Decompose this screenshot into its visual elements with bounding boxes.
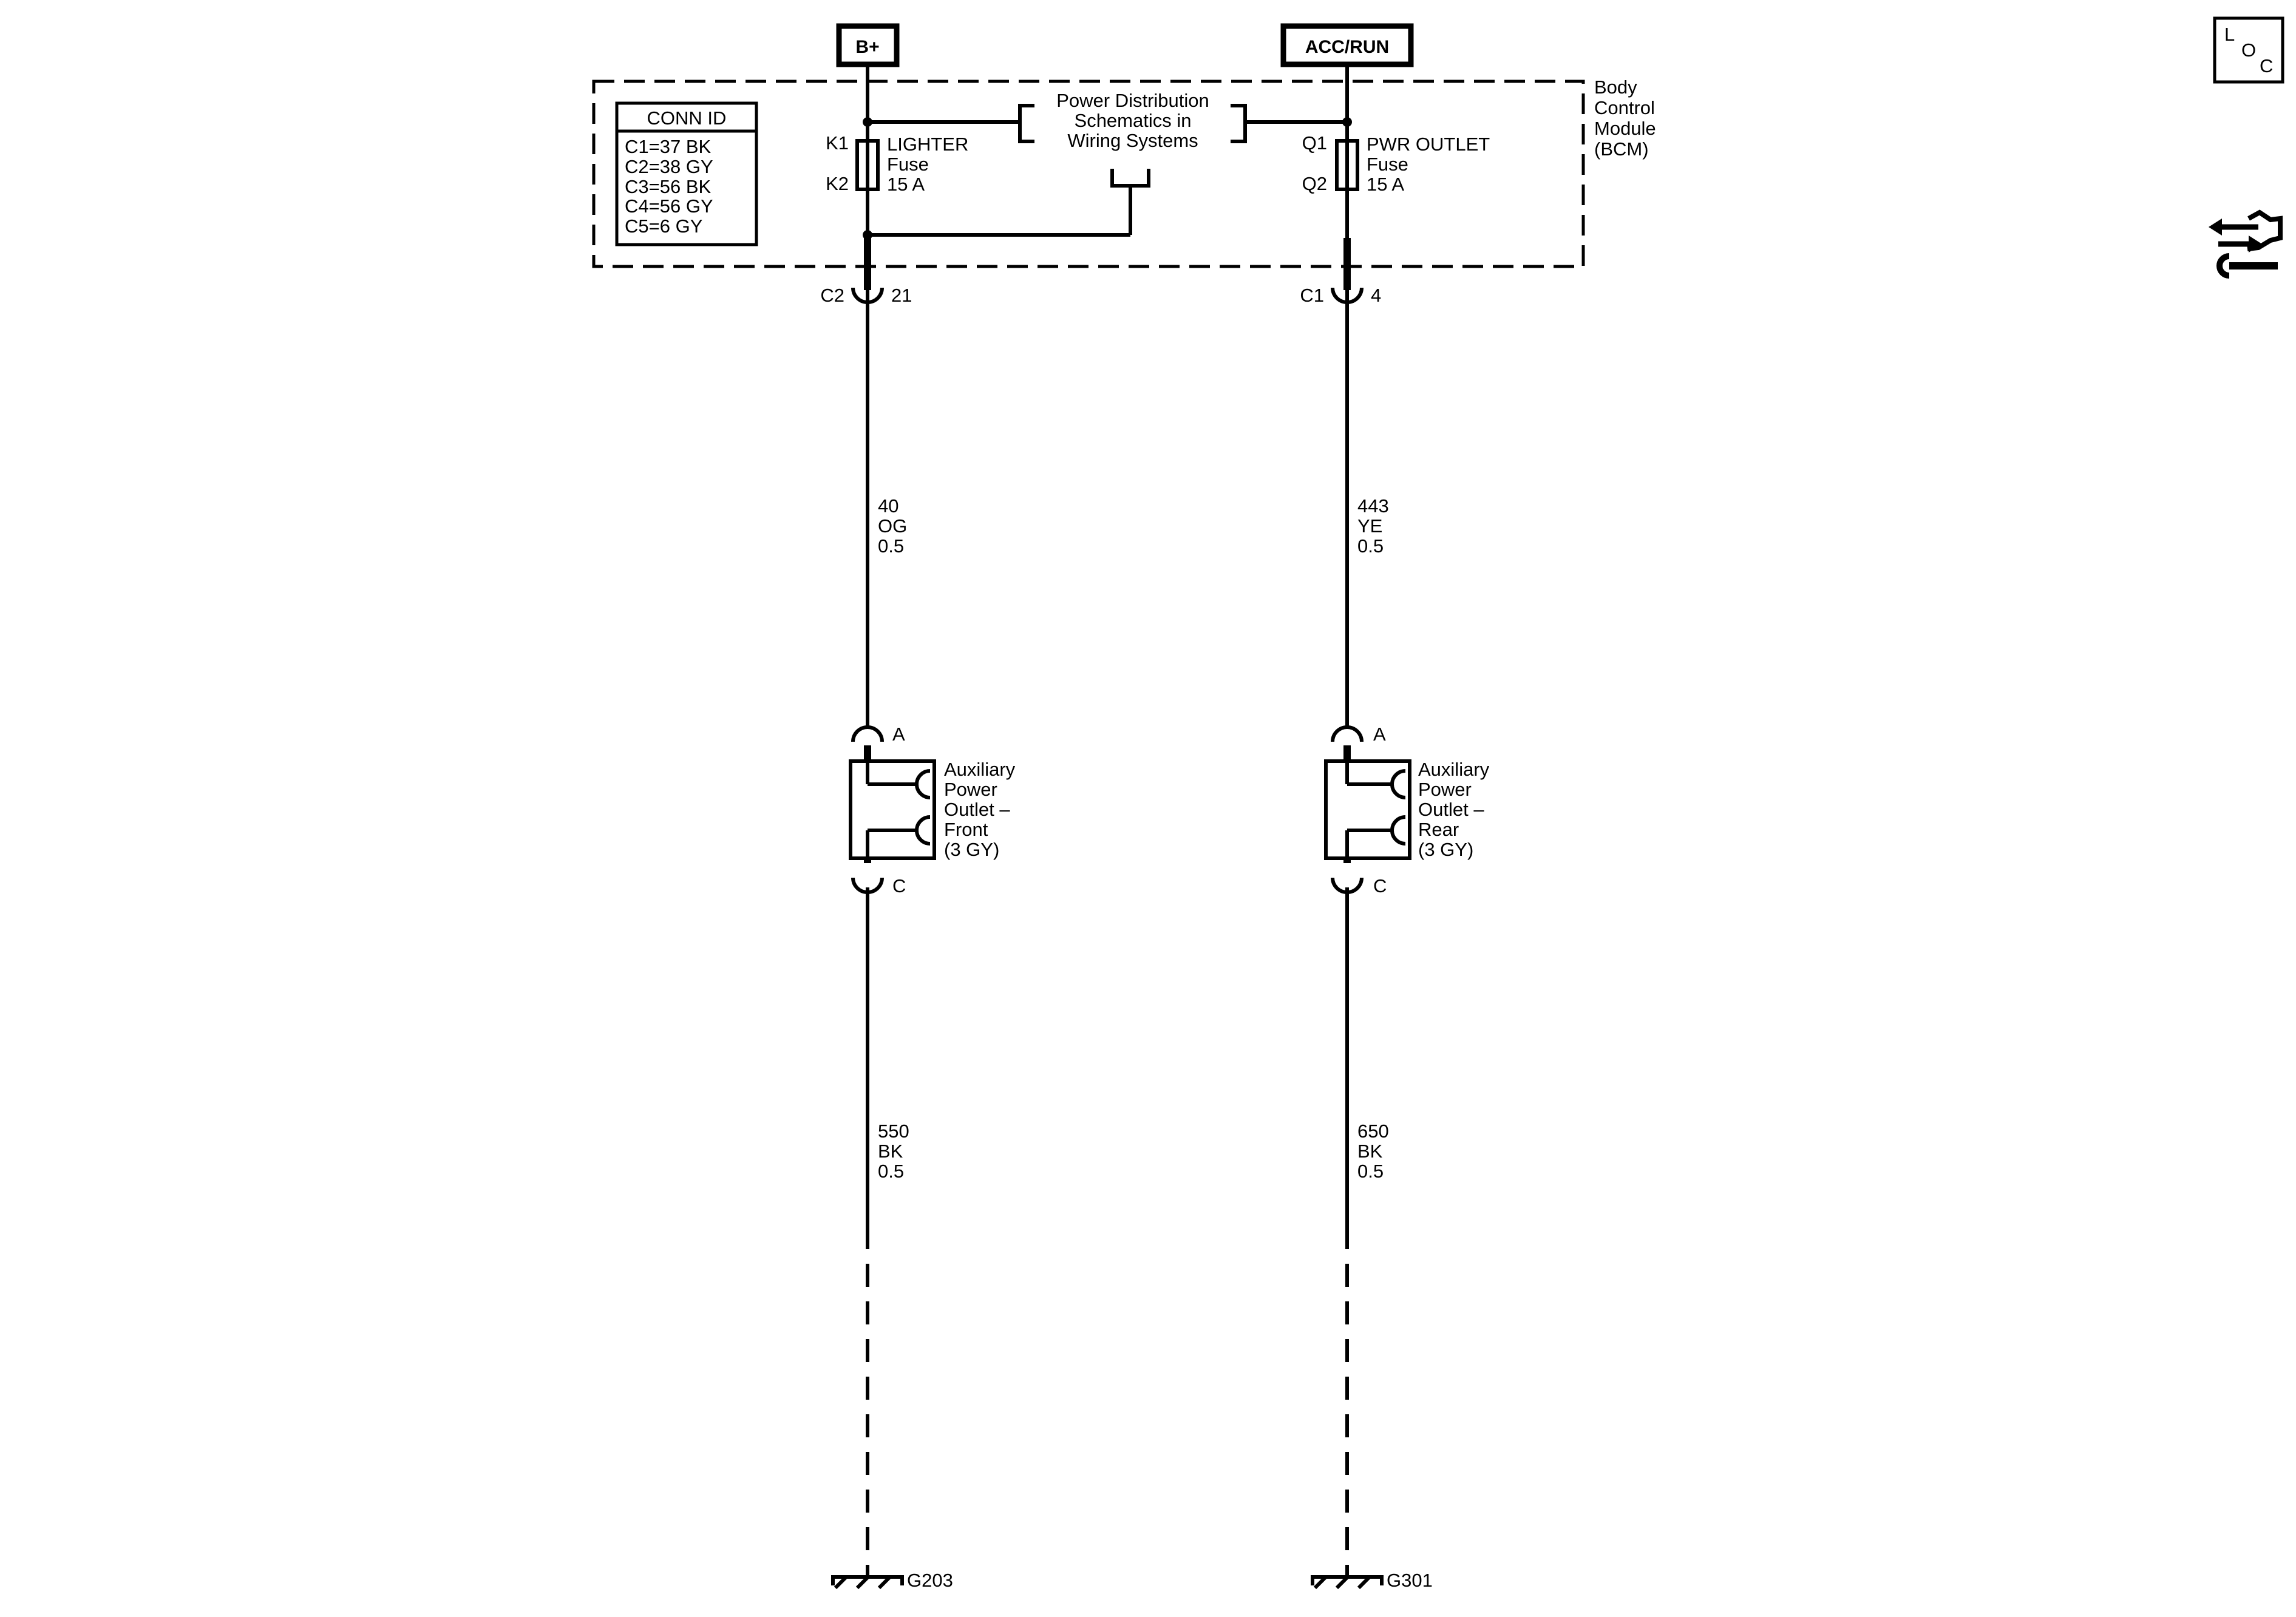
conn-id-row: C3=56 BK <box>625 176 712 197</box>
ground-label-right: G301 <box>1387 1570 1433 1591</box>
rear-outlet: A C Auxiliary Power Outlet – Rear (3 GY) <box>1324 724 1490 897</box>
lighter-fuse-pin-top: K1 <box>826 132 849 154</box>
lighter-fuse-pin-bottom: K2 <box>826 173 849 194</box>
outlet-connector: (3 GY) <box>1418 839 1473 860</box>
conn-id-row: C1=37 BK <box>625 136 712 157</box>
battery-supply-terminal: B+ <box>836 23 900 67</box>
ground-label-left: G203 <box>907 1570 953 1591</box>
lighter-fuse-type: Fuse <box>887 154 929 175</box>
connector-id: C1 <box>1300 285 1324 306</box>
ground-symbol-left <box>831 1566 904 1590</box>
lighter-fuse: K1 K2 LIGHTER Fuse 15 A <box>826 132 968 195</box>
pwr-outlet-fuse-rating: 15 A <box>1367 174 1404 195</box>
wire-label-right-ground: 650 BK 0.5 <box>1357 1120 1389 1182</box>
svg-text:0.5: 0.5 <box>1357 535 1384 557</box>
svg-text:O: O <box>2241 39 2256 61</box>
conn-id-header: CONN ID <box>647 107 727 129</box>
outlet-name: Auxiliary <box>944 759 1016 780</box>
svg-text:C: C <box>2260 55 2273 76</box>
svg-text:YE: YE <box>1357 515 1382 537</box>
power-distribution-reference-text: Power Distribution Schematics in Wiring … <box>1056 90 1209 151</box>
bcm-boundary <box>592 80 1585 268</box>
svg-text:BK: BK <box>1357 1141 1383 1162</box>
wire-label-right-feed: 443 YE 0.5 <box>1357 495 1389 557</box>
lighter-circuit <box>864 64 1132 1566</box>
outlet-name: Outlet – <box>1418 799 1484 820</box>
outlet-pin-in: A <box>892 724 905 745</box>
outlet-pin-out: C <box>892 875 906 897</box>
outlet-name: Outlet – <box>944 799 1010 820</box>
lighter-fuse-rating: 15 A <box>887 174 925 195</box>
bcm-connector-right: C1 4 <box>1300 285 1381 306</box>
splice-dot <box>863 230 872 240</box>
front-outlet: A C Auxiliary Power Outlet – Front (3 GY… <box>849 724 1016 897</box>
splice-dot <box>863 117 872 127</box>
svg-text:443: 443 <box>1357 495 1389 517</box>
bcm-connector-left: C2 21 <box>820 285 912 306</box>
conn-id-row: C5=6 GY <box>625 215 702 237</box>
conn-id-row: C2=38 GY <box>625 156 713 177</box>
connector-end-view-icon[interactable] <box>2209 209 2283 279</box>
svg-text:Body: Body <box>1594 76 1637 98</box>
outlet-name: Power <box>1418 779 1472 800</box>
svg-text:550: 550 <box>878 1120 909 1142</box>
pwr-outlet-fuse-pin-bottom: Q2 <box>1302 173 1327 194</box>
svg-text:Wiring Systems: Wiring Systems <box>1067 130 1198 151</box>
svg-text:0.5: 0.5 <box>878 1161 904 1182</box>
splice-dot <box>1342 117 1352 127</box>
svg-text:650: 650 <box>1357 1120 1389 1142</box>
pwr-outlet-fuse-pin-top: Q1 <box>1302 132 1327 154</box>
connector-pin: 21 <box>891 285 912 306</box>
svg-text:0.5: 0.5 <box>1357 1161 1384 1182</box>
outlet-name: Front <box>944 819 988 840</box>
bcm-name: Body Control Module (BCM) <box>1594 76 1656 160</box>
conn-id-row: C4=56 GY <box>625 195 713 217</box>
component-locator-icon[interactable]: L O C <box>2213 16 2284 84</box>
pwr-outlet-fuse: Q1 Q2 PWR OUTLET Fuse 15 A <box>1302 132 1490 195</box>
svg-text:OG: OG <box>878 515 907 537</box>
svg-text:BK: BK <box>878 1141 903 1162</box>
outlet-pin-in: A <box>1373 724 1386 745</box>
svg-text:40: 40 <box>878 495 898 517</box>
acc-run-supply-terminal: ACC/RUN <box>1280 23 1414 67</box>
svg-text:L: L <box>2224 24 2235 45</box>
ground-symbol-right <box>1311 1566 1384 1590</box>
outlet-name: Rear <box>1418 819 1459 840</box>
svg-text:Control: Control <box>1594 97 1655 118</box>
connector-id: C2 <box>820 285 844 306</box>
svg-text:0.5: 0.5 <box>878 535 904 557</box>
outlet-connector: (3 GY) <box>944 839 999 860</box>
lighter-fuse-name: LIGHTER <box>887 134 968 155</box>
pwr-outlet-circuit <box>1245 64 1351 1566</box>
outlet-name: Power <box>944 779 997 800</box>
outlet-pin-out: C <box>1373 875 1387 897</box>
acc-run-supply-label: ACC/RUN <box>1305 37 1389 57</box>
pwr-outlet-fuse-name: PWR OUTLET <box>1367 134 1490 155</box>
battery-supply-label: B+ <box>855 37 879 57</box>
outlet-name: Auxiliary <box>1418 759 1490 780</box>
svg-text:Power Distribution: Power Distribution <box>1056 90 1209 111</box>
svg-text:Module: Module <box>1594 118 1656 139</box>
conn-id-table: CONN ID C1=37 BK C2=38 GY C3=56 BK C4=56… <box>615 101 758 246</box>
svg-text:Schematics in: Schematics in <box>1075 110 1192 131</box>
wire-label-left-feed: 40 OG 0.5 <box>878 495 907 557</box>
pwr-outlet-fuse-type: Fuse <box>1367 154 1408 175</box>
svg-text:(BCM): (BCM) <box>1594 138 1649 160</box>
connector-pin: 4 <box>1371 285 1381 306</box>
wire-label-left-ground: 550 BK 0.5 <box>878 1120 909 1182</box>
